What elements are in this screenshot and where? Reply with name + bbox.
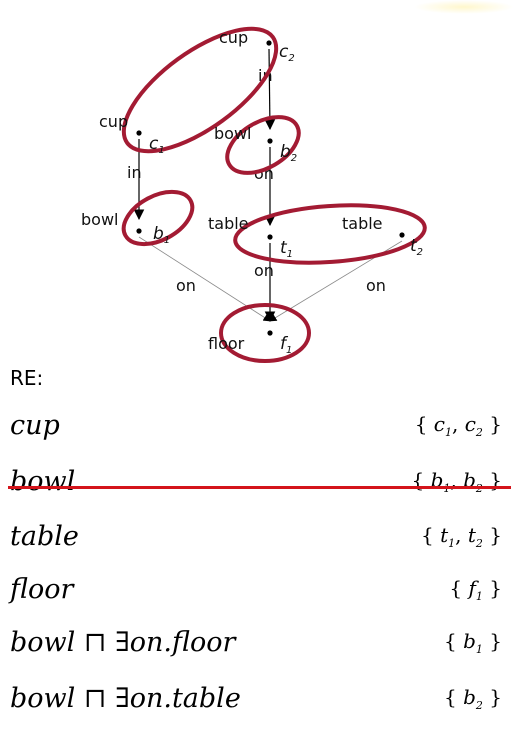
re-referent-set: { b2 } xyxy=(444,685,502,712)
re-expression: floor xyxy=(10,574,74,605)
group-ellipse-f1 xyxy=(219,303,311,363)
node-label-c2: cup xyxy=(219,28,248,47)
re-expression: bowl ⊓ ∃on.floor xyxy=(10,627,236,658)
re-row: floor { f1 } xyxy=(0,574,514,624)
edge-c2-b2 xyxy=(264,48,276,131)
re-referent-set: { f1 } xyxy=(449,576,502,603)
group-ellipse-c1-c2 xyxy=(121,26,279,154)
edge-label-c1-b1: in xyxy=(127,163,142,182)
node-id-b2: b2 xyxy=(280,142,297,164)
re-row: bowl ⊓ ∃on.floor { b1 } xyxy=(0,627,514,677)
node-label-t1: table xyxy=(208,214,249,233)
re-row: table { t1, t2 } xyxy=(0,521,514,571)
node-label-t2: table xyxy=(342,214,383,233)
node-id-b1: b1 xyxy=(153,224,170,246)
node-dot-b1 xyxy=(136,228,142,234)
re-referent-set: { b1 } xyxy=(444,629,502,656)
group-ellipse-t1-t2 xyxy=(233,203,427,265)
node-label-f1: floor xyxy=(208,334,245,353)
re-expression: cup xyxy=(10,410,60,441)
node-id-c2: c2 xyxy=(279,42,295,64)
node-id-c1: c1 xyxy=(149,134,165,156)
node-label-b2: bowl xyxy=(214,124,251,143)
node-dot-t2 xyxy=(399,232,405,238)
edge-label-b1-f1: on xyxy=(176,276,196,295)
group-ellipse-b2 xyxy=(225,115,301,175)
edge-label-t1-f1: on xyxy=(254,261,274,280)
re-referent-set: { t1, t2 } xyxy=(421,523,502,550)
re-row: cup { c1, c2 } xyxy=(0,410,514,460)
node-id-t1: t1 xyxy=(280,238,293,260)
strikethrough-line xyxy=(8,486,511,489)
group-ellipse-b1 xyxy=(121,189,195,247)
re-heading: RE: xyxy=(10,366,44,390)
node-id-f1: f1 xyxy=(280,334,292,356)
re-row: bowl { b1, b2 } xyxy=(0,466,514,516)
node-dot-b2 xyxy=(267,138,273,144)
re-expression: table xyxy=(10,521,79,552)
node-id-t2: t2 xyxy=(410,236,423,258)
re-referent-set: { c1, c2 } xyxy=(414,412,502,439)
node-label-b1: bowl xyxy=(81,210,118,229)
edge-label-t2-f1: on xyxy=(366,276,386,295)
re-row: bowl ⊓ ∃on.table { b2 } xyxy=(0,683,514,733)
re-expression: bowl xyxy=(10,466,76,497)
corner-glow xyxy=(414,0,514,14)
node-label-c1: cup xyxy=(99,112,128,131)
node-dot-c2 xyxy=(266,40,272,46)
re-expression: bowl ⊓ ∃on.table xyxy=(10,683,241,714)
node-dot-c1 xyxy=(136,130,142,136)
node-dot-f1 xyxy=(267,330,273,336)
node-dot-t1 xyxy=(267,234,273,240)
re-referent-set: { b1, b2 } xyxy=(411,468,502,495)
